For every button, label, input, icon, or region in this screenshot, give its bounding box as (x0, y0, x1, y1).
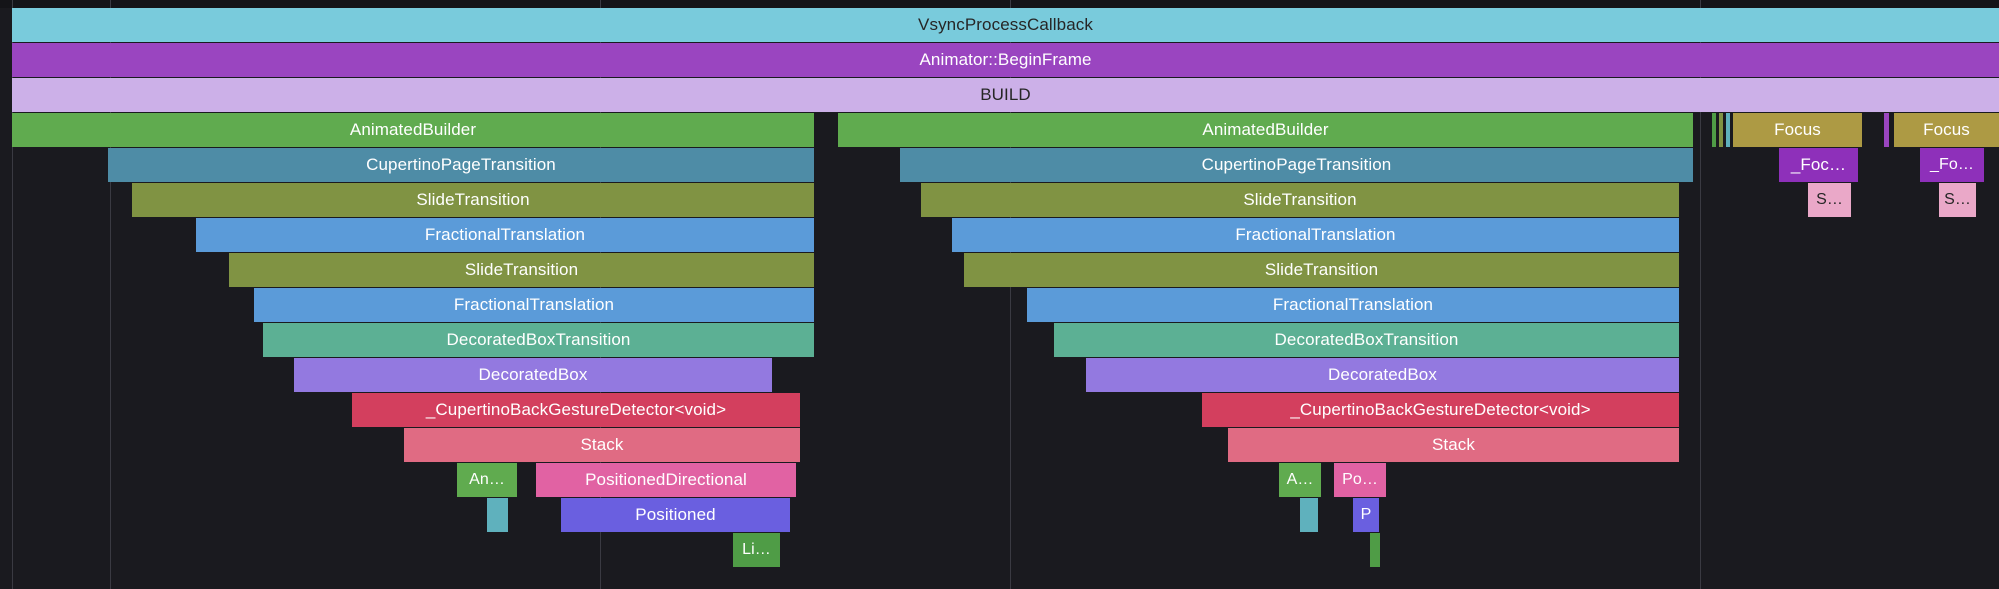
flame-frame-label: Po… (1342, 471, 1378, 488)
flame-frame[interactable]: Positioned (561, 498, 790, 532)
flame-frame[interactable]: P (1353, 498, 1379, 532)
flame-frame-label: BUILD (980, 85, 1031, 104)
flame-frame-label: _Foc… (1790, 155, 1847, 174)
flame-frame-label: DecoratedBox (478, 365, 588, 384)
flame-frame-label: FractionalTranslation (1272, 295, 1434, 314)
flame-frame-label: Animator::BeginFrame (919, 50, 1092, 69)
flame-frame[interactable]: PositionedDirectional (536, 463, 796, 497)
flame-frame[interactable]: S… (1939, 183, 1976, 217)
flame-frame[interactable]: A… (1279, 463, 1321, 497)
flame-frame[interactable] (1370, 533, 1380, 567)
flame-frame-label: Focus (1923, 120, 1970, 139)
flame-frame[interactable]: FractionalTranslation (1027, 288, 1679, 322)
flame-frame[interactable]: _Foc… (1779, 148, 1858, 182)
flame-frame[interactable] (1300, 498, 1318, 532)
flame-frame[interactable]: An… (457, 463, 517, 497)
flame-frame-label: P (1360, 506, 1372, 523)
flame-frame[interactable]: DecoratedBox (294, 358, 772, 392)
flame-frame[interactable]: SlideTransition (921, 183, 1679, 217)
flame-frame-label: FractionalTranslation (424, 225, 586, 244)
timeline-ruler-strip (0, 0, 1999, 8)
flame-frame[interactable] (487, 498, 508, 532)
flame-frame-label: DecoratedBox (1328, 365, 1437, 384)
flame-frame-label: _CupertinoBackGestureDetector<void> (1290, 400, 1591, 419)
flame-frame[interactable]: Po… (1334, 463, 1386, 497)
flame-frame-label: S… (1944, 191, 1971, 208)
flame-frame-label: DecoratedBoxTransition (1274, 330, 1459, 349)
flame-frame-label: CupertinoPageTransition (1201, 155, 1392, 174)
flame-frame[interactable]: DecoratedBoxTransition (263, 323, 814, 357)
flame-frame-label: SlideTransition (1264, 260, 1379, 279)
flame-frame-label: Positioned (635, 505, 716, 524)
flame-frame-label: Focus (1774, 120, 1821, 139)
flame-frame-label: Li… (742, 541, 771, 558)
flame-frame[interactable]: SlideTransition (132, 183, 814, 217)
flame-frame[interactable]: FractionalTranslation (254, 288, 814, 322)
flame-frame[interactable]: Focus (1894, 113, 1999, 147)
flame-frame[interactable]: DecoratedBoxTransition (1054, 323, 1679, 357)
flame-frame[interactable]: BUILD (12, 78, 1999, 112)
flame-frame[interactable]: _CupertinoBackGestureDetector<void> (352, 393, 800, 427)
flame-frame[interactable]: CupertinoPageTransition (900, 148, 1693, 182)
flame-frame[interactable]: AnimatedBuilder (12, 113, 814, 147)
flame-frame-label: SlideTransition (464, 260, 579, 279)
flame-frame[interactable]: CupertinoPageTransition (108, 148, 814, 182)
flame-frame[interactable]: FractionalTranslation (196, 218, 814, 252)
flame-frame[interactable]: Stack (1228, 428, 1679, 462)
flame-frame[interactable]: AnimatedBuilder (838, 113, 1693, 147)
flame-frame-label: _Fo… (1930, 156, 1974, 173)
flame-frame-label: S… (1816, 191, 1843, 208)
flame-frame[interactable]: S… (1808, 183, 1851, 217)
flame-frame-label: VsyncProcessCallback (918, 15, 1093, 34)
flame-frame[interactable] (1884, 113, 1889, 147)
flame-frame[interactable]: Animator::BeginFrame (12, 43, 1999, 77)
flame-frame[interactable] (1726, 113, 1730, 147)
flame-frame-label: Stack (580, 435, 624, 454)
flame-frame-label: FractionalTranslation (453, 295, 615, 314)
flame-frame[interactable] (1712, 113, 1716, 147)
flame-frame[interactable]: Focus (1733, 113, 1862, 147)
flame-frame-label: Stack (1431, 435, 1476, 454)
flame-frame[interactable]: _CupertinoBackGestureDetector<void> (1202, 393, 1679, 427)
flame-frame[interactable]: VsyncProcessCallback (12, 8, 1999, 42)
flame-frame-label: A… (1286, 471, 1314, 488)
flame-frame[interactable] (1719, 113, 1723, 147)
flame-frame[interactable]: Stack (404, 428, 800, 462)
flame-frame-label: CupertinoPageTransition (366, 155, 556, 174)
flame-frame-label: _CupertinoBackGestureDetector<void> (425, 400, 727, 419)
flame-frame-label: PositionedDirectional (585, 470, 747, 489)
flame-frame-label: DecoratedBoxTransition (446, 330, 631, 349)
flame-frame[interactable]: DecoratedBox (1086, 358, 1679, 392)
flame-frame[interactable]: Li… (733, 533, 780, 567)
flame-frame[interactable]: SlideTransition (229, 253, 814, 287)
flame-frame[interactable]: SlideTransition (964, 253, 1679, 287)
flame-frame-label: An… (469, 471, 505, 488)
flame-frame-label: AnimatedBuilder (349, 120, 477, 139)
flame-frame-label: SlideTransition (416, 190, 530, 209)
flame-frame[interactable]: FractionalTranslation (952, 218, 1679, 252)
flame-frame-label: FractionalTranslation (1235, 225, 1396, 244)
flame-frame-label: AnimatedBuilder (1202, 120, 1329, 139)
flame-frame[interactable]: _Fo… (1920, 148, 1984, 182)
flame-frame-label: SlideTransition (1243, 190, 1357, 209)
